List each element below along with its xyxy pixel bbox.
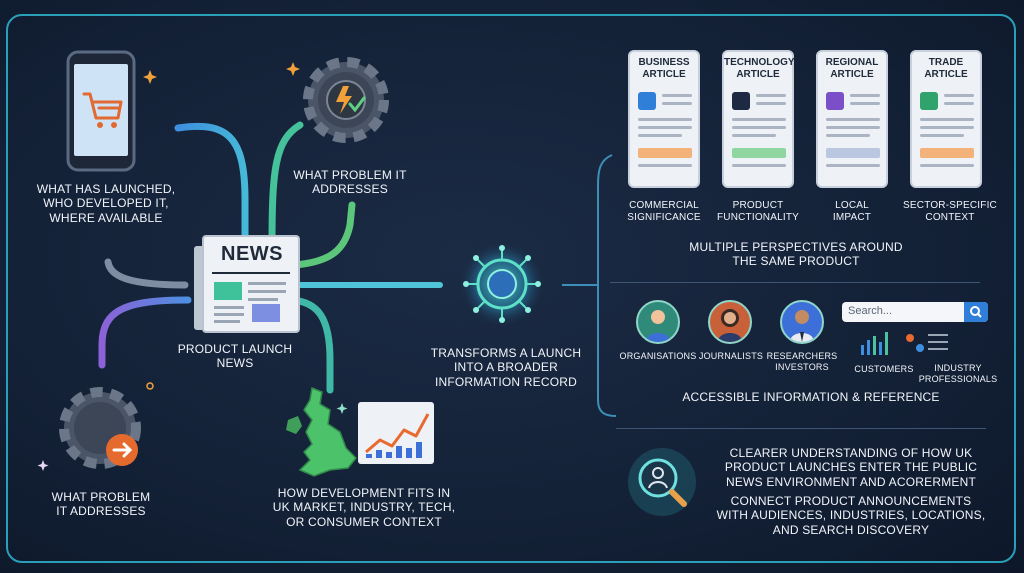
article-title: TRADE ARTICLE <box>924 57 968 80</box>
audience-label: RESEARCHERS INVESTORS <box>766 351 838 372</box>
perspectives-label: MULTIPLE PERSPECTIVES AROUND THE SAME PR… <box>689 240 903 269</box>
understanding-label: CLEARER UNDERSTANDING OF HOW UK PRODUCT … <box>724 446 978 489</box>
journalists-avatar <box>708 300 752 344</box>
map-pin-icon <box>826 92 844 110</box>
article-caption: PRODUCT FUNCTIONALITY <box>716 200 800 223</box>
article-card-regional: REGIONAL ARTICLE <box>816 50 888 188</box>
sparkle-icons <box>143 62 300 390</box>
audience-label: JOURNALISTS <box>698 351 764 361</box>
divider <box>610 282 980 283</box>
audience-label: CUSTOMERS <box>854 364 914 374</box>
search-button[interactable] <box>964 302 988 322</box>
line-chart-illustration <box>358 402 434 464</box>
connector-teal-down <box>288 296 334 394</box>
gear-question-illustration <box>59 387 141 469</box>
news-badge: NEWS <box>221 243 283 265</box>
connector-green-up <box>268 121 304 249</box>
article-caption: SECTOR-SPECIFIC CONTEXT <box>903 200 997 223</box>
article-card-trade: TRADE ARTICLE <box>910 50 982 188</box>
chip-icon <box>732 92 750 110</box>
bracket-right <box>597 154 617 417</box>
uk-map-illustration <box>286 386 358 477</box>
launch-label: WHAT HAS LAUNCHED, WHO DEVELOPED IT, WHE… <box>36 182 176 225</box>
search-bar[interactable]: Search... <box>842 302 988 322</box>
problem-top-label: WHAT PROBLEM IT ADDRESSES <box>293 168 407 197</box>
article-caption: COMMERCIAL SIGNIFICANCE <box>627 200 701 223</box>
access-label: ACCESSIBLE INFORMATION & REFERENCE <box>682 390 940 404</box>
phone-illustration <box>66 50 136 172</box>
organisations-avatar <box>636 300 680 344</box>
bar-chart-icon <box>638 92 656 110</box>
researchers-avatar <box>780 300 824 344</box>
article-card-business: BUSINESS ARTICLE <box>628 50 700 188</box>
search-placeholder: Search... <box>848 305 893 317</box>
network-hub-icon <box>460 242 544 326</box>
article-caption: LOCAL IMPACT <box>832 200 872 223</box>
building-icon <box>920 92 938 110</box>
article-card-technology: TECHNOLOGY ARTICLE <box>722 50 795 188</box>
connector-blue-up <box>174 122 249 249</box>
audience-label: INDUSTRY PROFESSIONALS <box>918 363 998 384</box>
connect-label: CONNECT PRODUCT ANNOUNCEMENTS WITH AUDIE… <box>716 494 986 537</box>
product-launch-news-label: PRODUCT LAUNCH NEWS <box>177 342 293 371</box>
customers-chart-icon <box>861 332 948 355</box>
problem-bottom-label: WHAT PROBLEM IT ADDRESSES <box>51 490 151 519</box>
outer-frame <box>6 14 1016 563</box>
market-context-label: HOW DEVELOPMENT FITS IN UK MARKET, INDUS… <box>272 486 456 529</box>
connector-green-right <box>291 201 356 269</box>
newspaper-illustration <box>194 235 300 333</box>
divider <box>616 428 986 429</box>
connector-gray-left <box>104 258 189 289</box>
connector-purple-down <box>98 296 192 369</box>
gear-lightning-illustration <box>303 57 389 143</box>
hub-label: TRANSFORMS A LAUNCH INTO A BROADER INFOR… <box>430 346 582 389</box>
search-icon <box>970 306 982 318</box>
article-title: BUSINESS ARTICLE <box>638 57 690 80</box>
article-title: TECHNOLOGY ARTICLE <box>724 57 795 80</box>
article-title: REGIONAL ARTICLE <box>825 57 879 80</box>
magnifier-person-icon <box>628 448 696 516</box>
audience-label: ORGANISATIONS <box>619 351 697 361</box>
